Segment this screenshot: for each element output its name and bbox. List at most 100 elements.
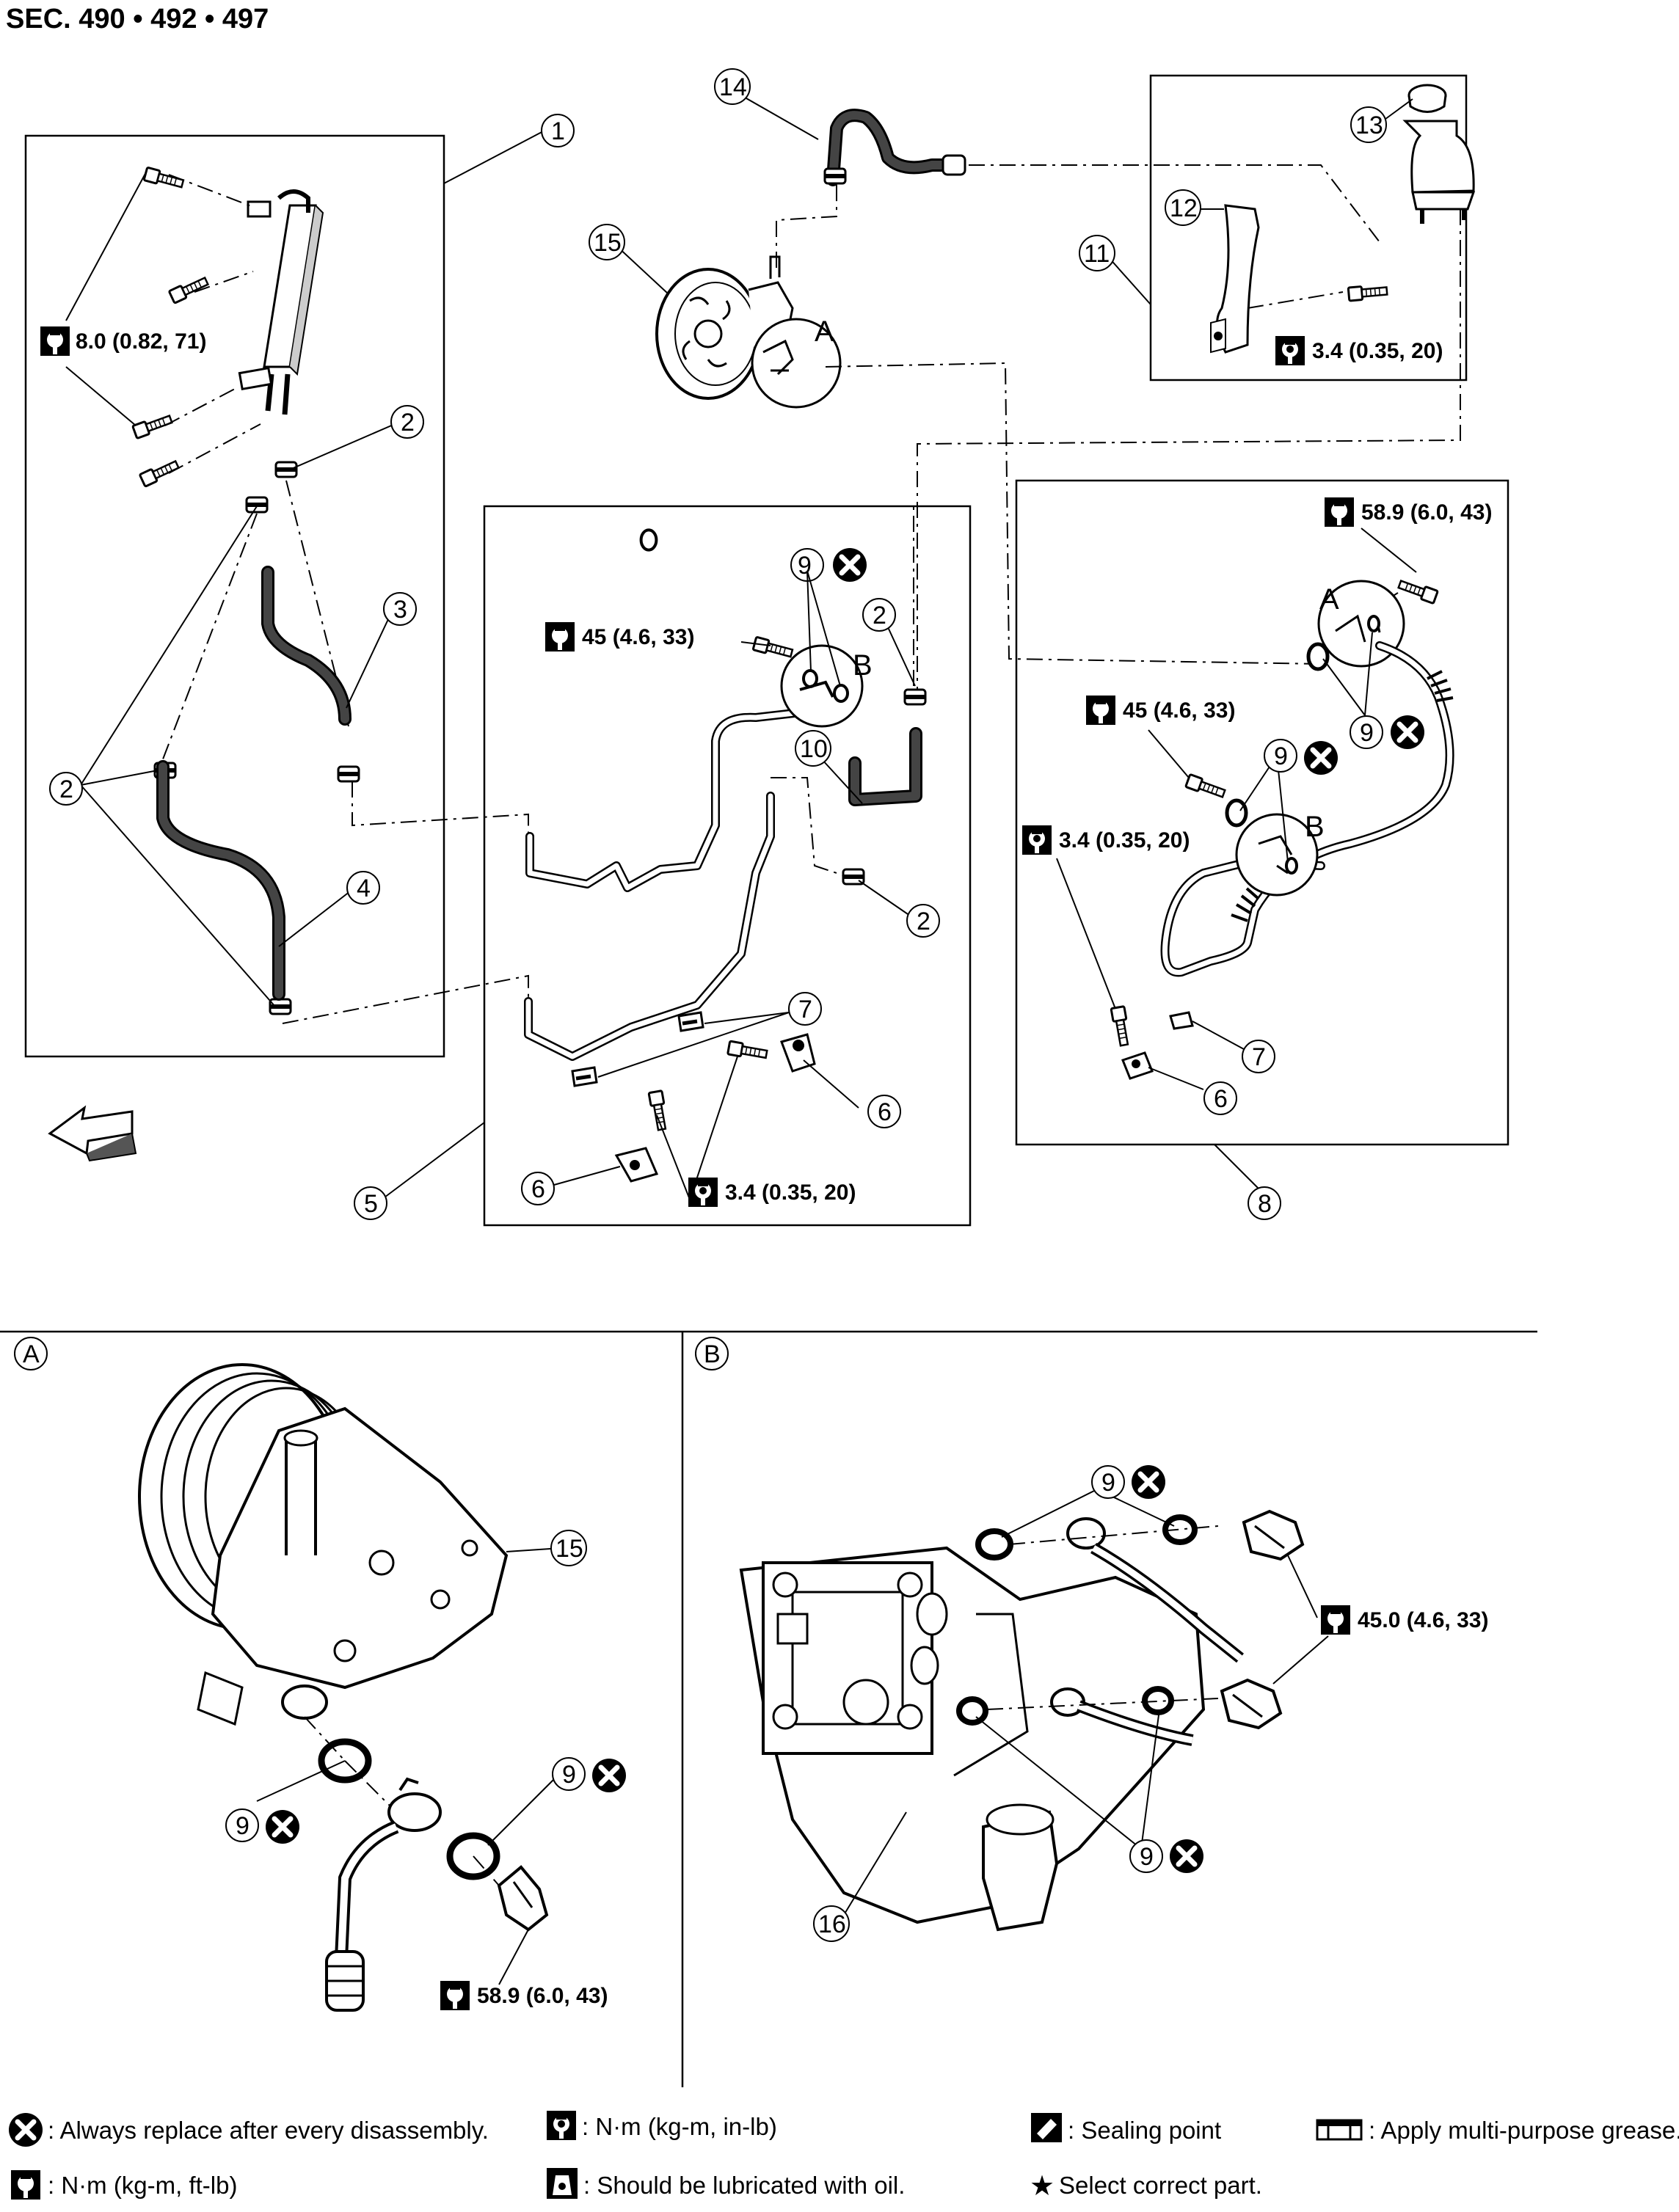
svg-text:12: 12 — [1170, 194, 1198, 222]
torque-label-3-box11: 3.4 (0.35, 20) — [1312, 339, 1443, 363]
callout-3: 3 — [383, 592, 417, 626]
svg-text:13: 13 — [1355, 112, 1383, 139]
svg-text:2: 2 — [917, 908, 930, 935]
svg-text:16: 16 — [818, 1910, 846, 1938]
svg-text:9: 9 — [1360, 719, 1374, 747]
svg-text:4: 4 — [357, 875, 371, 902]
pump-detail-view — [138, 1363, 509, 1726]
steering-gear-housing — [739, 1546, 1206, 1932]
callout-5: 5 — [354, 1186, 387, 1220]
svg-text:9: 9 — [236, 1812, 250, 1840]
banjo-fitting — [325, 1777, 442, 2012]
callout-2a: 2 — [390, 405, 424, 439]
callout-6b: 6 — [521, 1172, 555, 1205]
callout-8: 8 — [1248, 1186, 1281, 1220]
callout-10: 10 — [795, 730, 831, 767]
fitting-upper — [1066, 1517, 1244, 1663]
detail-letter-a-1: A — [815, 315, 834, 348]
callout-6c: 6 — [1203, 1081, 1237, 1115]
callout-9-box8a: 9 — [1350, 715, 1383, 749]
legend-grease: : Apply multi-purpose grease. — [1369, 2117, 1679, 2144]
svg-text:2: 2 — [59, 775, 73, 803]
svg-text:15: 15 — [594, 229, 622, 257]
svg-text:3: 3 — [393, 596, 407, 624]
torque-label-2-box8: 45 (4.6, 33) — [1123, 698, 1235, 723]
eye-bolt — [497, 1865, 549, 1932]
section-title: SEC. 490 • 492 • 497 — [6, 4, 269, 34]
callout-15-detail: 15 — [550, 1530, 587, 1566]
callout-13: 13 — [1350, 106, 1387, 143]
detail-letter-b-1: B — [853, 649, 873, 682]
svg-text:2: 2 — [401, 409, 415, 437]
callout-16: 16 — [813, 1905, 850, 1942]
svg-text:14: 14 — [719, 73, 747, 101]
svg-text:B: B — [704, 1340, 721, 1368]
reservoir-bracket — [1210, 204, 1260, 354]
svg-text:10: 10 — [800, 735, 828, 763]
callout-2d: 2 — [906, 904, 940, 938]
svg-text:6: 6 — [531, 1175, 545, 1203]
front-arrow-icon — [48, 1105, 137, 1162]
callout-14: 14 — [714, 68, 751, 105]
callout-9-box8b: 9 — [1264, 739, 1297, 773]
callout-12: 12 — [1165, 189, 1201, 226]
assembly-box-8 — [1015, 479, 1509, 1146]
clip-7a — [677, 1011, 704, 1032]
bracket-6b — [614, 1147, 659, 1183]
callout-9-detail-b2: 9 — [1129, 1839, 1163, 1873]
detail-a-tag: A — [14, 1337, 48, 1370]
svg-text:5: 5 — [364, 1190, 378, 1218]
svg-text:7: 7 — [1252, 1043, 1266, 1071]
legend-oil: : Should be lubricated with oil. — [583, 2172, 905, 2199]
callout-4: 4 — [346, 871, 380, 905]
oil-icon — [547, 2168, 578, 2199]
svg-text:9: 9 — [1101, 1469, 1115, 1497]
svg-text:11: 11 — [1084, 240, 1110, 268]
oil-cooler — [238, 189, 324, 415]
bracket-6-box8 — [1121, 1051, 1154, 1080]
torque-label-1: 8.0 (0.82, 71) — [76, 329, 206, 354]
assembly-box-1 — [24, 134, 445, 1058]
grease-icon — [1316, 2119, 1363, 2141]
detail-b-tag: B — [695, 1337, 729, 1370]
svg-text:1: 1 — [551, 117, 565, 145]
torque-label-2: 45 (4.6, 33) — [582, 625, 694, 649]
svg-text:7: 7 — [798, 996, 812, 1023]
assembly-box-11 — [1149, 74, 1468, 382]
reservoir-tank — [1402, 120, 1476, 224]
torque-label-4-box8: 58.9 (6.0, 43) — [1361, 500, 1492, 525]
svg-text:9: 9 — [798, 552, 812, 580]
torque-label-3-box8: 3.4 (0.35, 20) — [1059, 828, 1190, 853]
svg-text:9: 9 — [1274, 742, 1288, 770]
union-bolt-upper — [1242, 1509, 1305, 1561]
fitting-lower — [1050, 1687, 1194, 1746]
callout-9-detail-b1: 9 — [1091, 1465, 1125, 1499]
callout-7a: 7 — [788, 992, 822, 1026]
torque-label-5: 45.0 (4.6, 33) — [1358, 1608, 1488, 1632]
legend-select: Select correct part. — [1059, 2172, 1262, 2199]
sealing-icon — [1031, 2113, 1062, 2142]
legend-sealing: : Sealing point — [1068, 2117, 1221, 2144]
callout-15: 15 — [589, 224, 625, 260]
callout-6a: 6 — [867, 1095, 901, 1128]
clip-7-box8 — [1169, 1011, 1194, 1030]
star-icon: ★ — [1030, 2171, 1055, 2202]
legend: : Always replace after every disassembly… — [9, 2111, 1679, 2202]
legend-nm-inlb: : N·m (kg-m, in-lb) — [582, 2113, 777, 2140]
assembly-box-5 — [483, 505, 972, 1227]
detail-letter-b-2: B — [1305, 811, 1325, 843]
legend-nm-ftlb: : N·m (kg-m, ft-lb) — [48, 2172, 237, 2199]
callout-9-detail-a1: 9 — [225, 1808, 259, 1842]
legend-replace: : Always replace after every disassembly… — [48, 2117, 489, 2144]
clip-7b — [571, 1066, 598, 1087]
svg-text:8: 8 — [1258, 1190, 1272, 1218]
svg-text:9: 9 — [1140, 1843, 1154, 1871]
callout-9-detail-a2: 9 — [552, 1757, 586, 1791]
torque-label-3-box5: 3.4 (0.35, 20) — [725, 1180, 856, 1205]
callout-2b: 2 — [49, 772, 83, 806]
callout-7b: 7 — [1242, 1040, 1275, 1073]
svg-text:6: 6 — [1214, 1085, 1228, 1113]
svg-text:9: 9 — [562, 1761, 576, 1789]
union-bolt-lower — [1220, 1678, 1283, 1730]
